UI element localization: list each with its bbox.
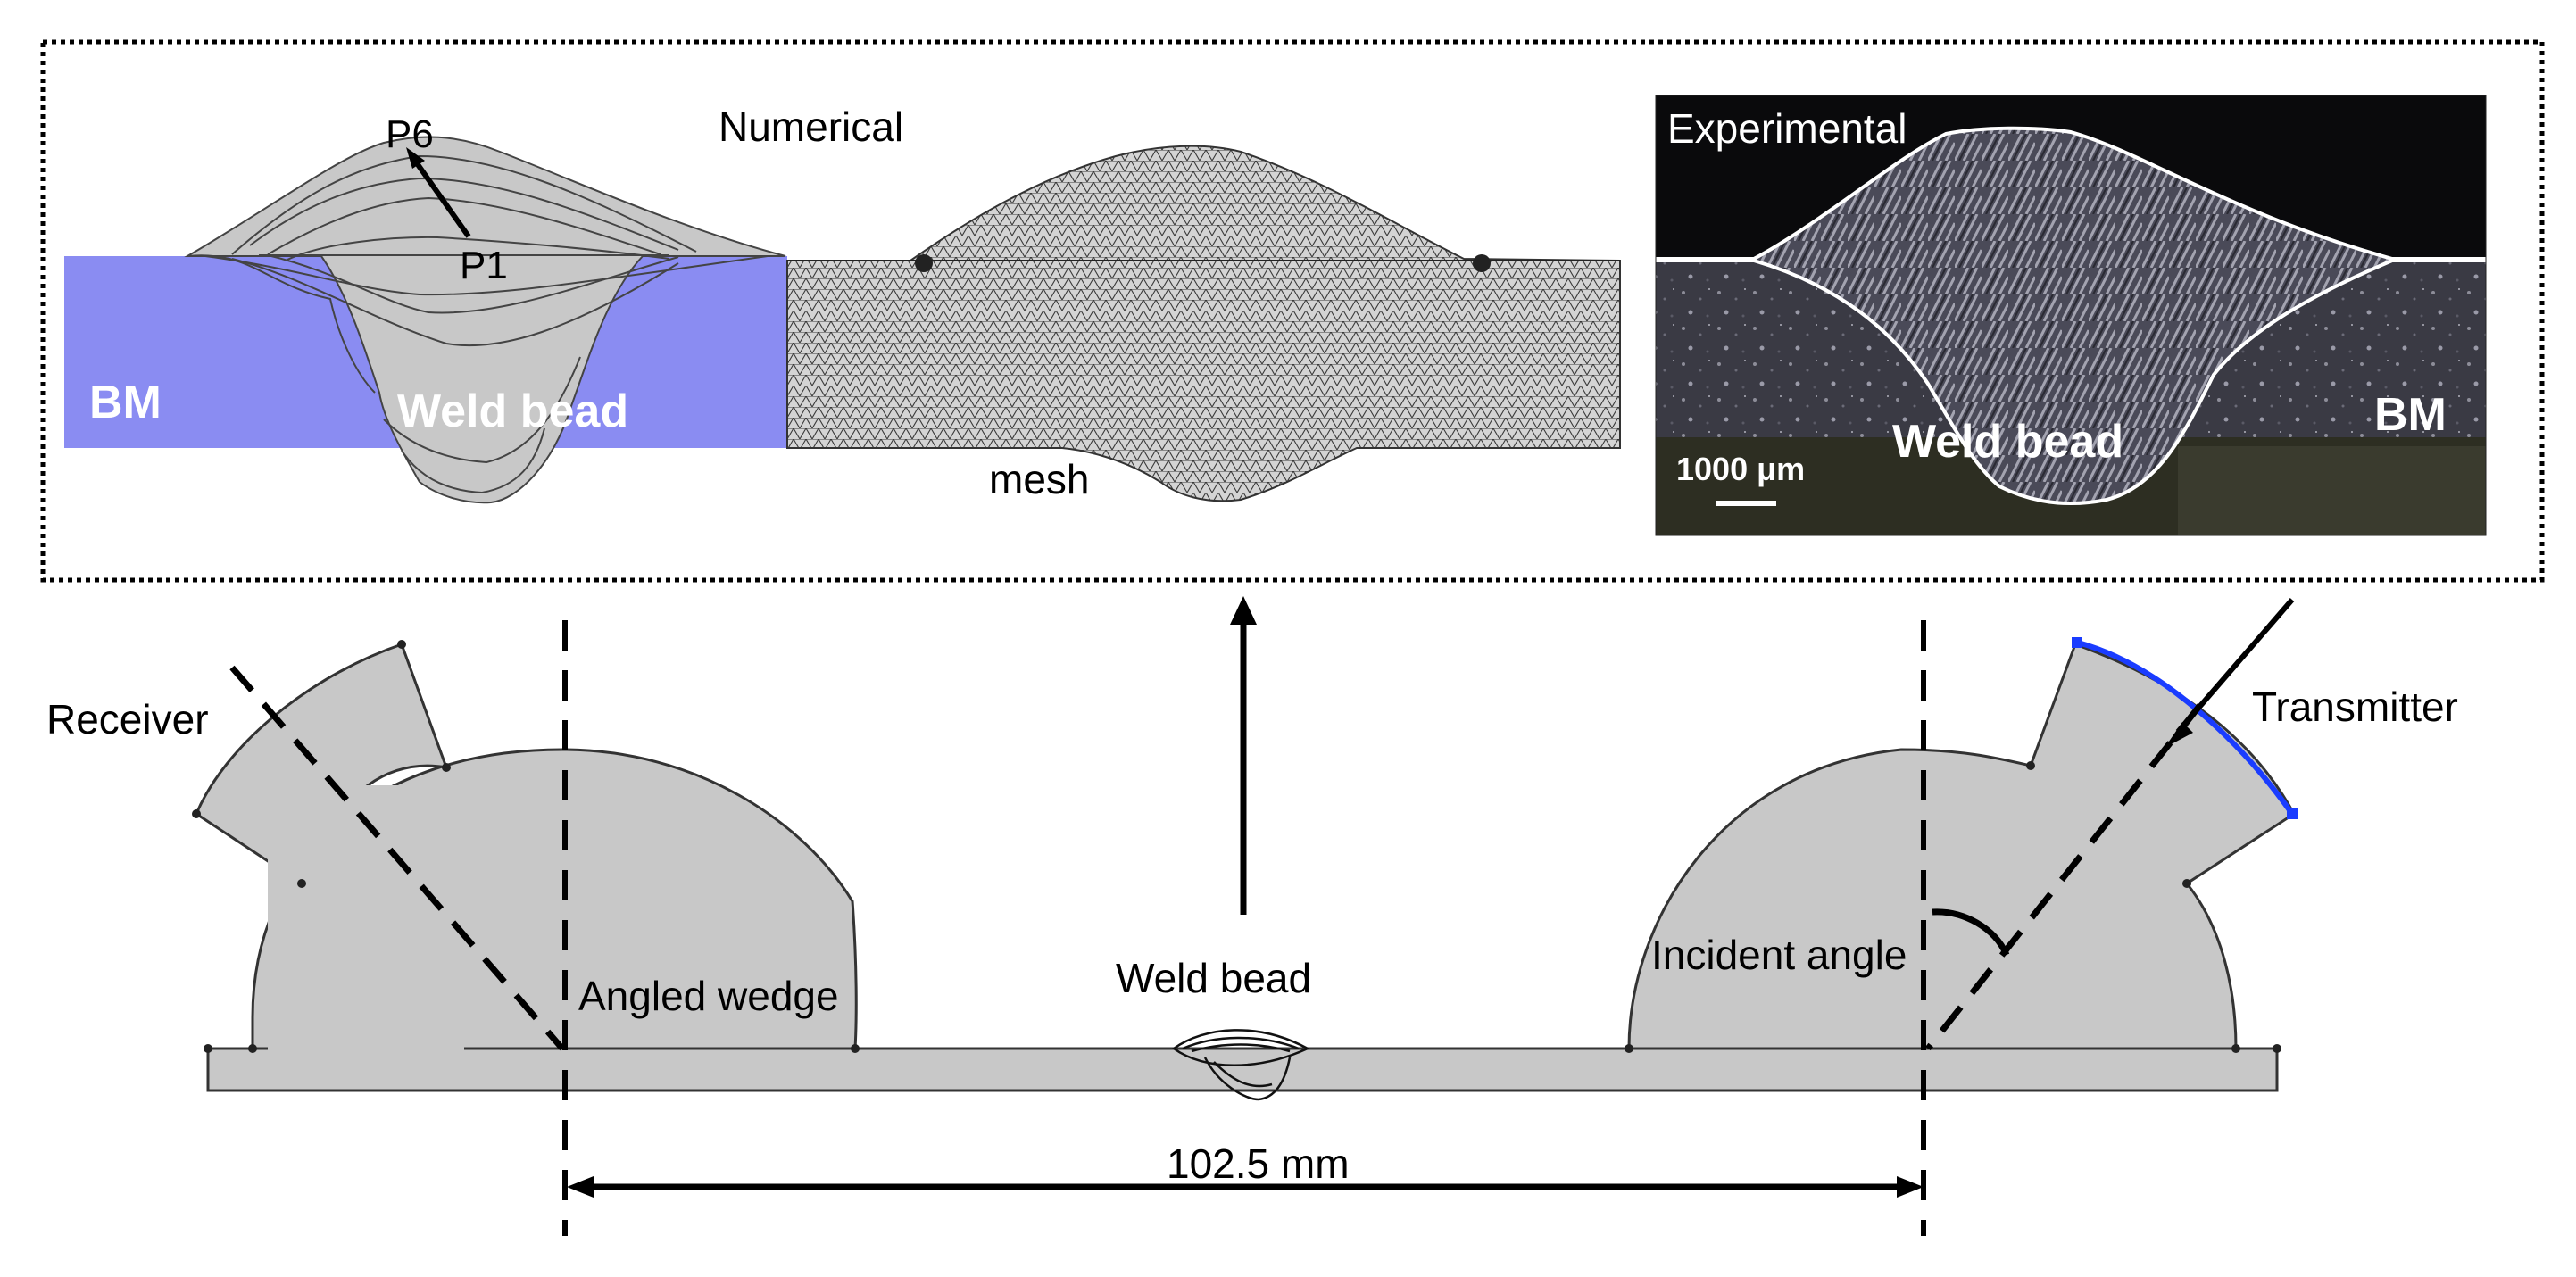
- incident-angle-label: Incident angle: [1651, 932, 1907, 978]
- experimental-label: Experimental: [1667, 105, 1907, 152]
- mesh-label: mesh: [989, 456, 1089, 502]
- plate: [206, 1047, 2279, 1092]
- receiver-beam-path: [229, 665, 565, 1051]
- scale-bar-label: 1000 μm: [1676, 451, 1805, 487]
- receiver-label: Receiver: [46, 696, 209, 742]
- transmitter-label: Transmitter: [2252, 684, 2458, 730]
- plate-weld-bead: [1171, 1029, 1310, 1101]
- p1-p6-arrow: [412, 159, 471, 238]
- inset-frame: [40, 39, 2545, 583]
- experimental-bm-label: BM: [2374, 389, 2447, 441]
- p6-arrowhead: [406, 147, 425, 169]
- transmitter-beam-path: [1925, 702, 2203, 1051]
- experimental-fusion-boundary: [1656, 126, 2486, 505]
- p1-label: P1: [460, 244, 508, 287]
- angled-wedge-label: Angled wedge: [578, 973, 839, 1019]
- transmitter-pointer: [2175, 598, 2295, 734]
- weld-bead-label: Weld bead: [1116, 955, 1311, 1001]
- experimental-micrograph: [1656, 95, 2486, 535]
- experimental-weld-bead-label: Weld bead: [1892, 416, 2123, 468]
- mesh-cross-section: [786, 145, 1621, 502]
- incident-angle-arc: [1932, 908, 2010, 957]
- mesh-region: [786, 145, 1621, 502]
- distance-label: 102.5 mm: [1167, 1140, 1350, 1187]
- numerical-cross-section: P6 P1 BM Weld bead: [64, 112, 787, 504]
- numerical-label: Numerical: [719, 104, 903, 150]
- numerical-bm-label: BM: [89, 377, 162, 428]
- p6-label: P6: [386, 112, 434, 156]
- numerical-weld-bead-label: Weld bead: [397, 386, 628, 437]
